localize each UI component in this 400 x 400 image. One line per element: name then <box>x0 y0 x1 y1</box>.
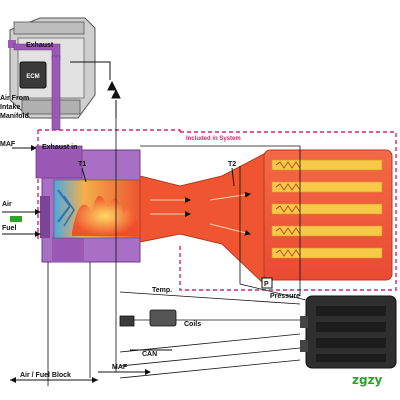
air-fuel-block-label: Air / Fuel Block <box>20 372 71 379</box>
pressure-label: Pressure <box>270 293 300 300</box>
pressure-badge: P <box>264 281 269 288</box>
air-label: Air <box>2 201 12 208</box>
air-from-intake-label-group: Air From Intake Manifold <box>0 95 29 120</box>
air-from-intake-label: Air From <box>0 95 29 102</box>
air-fuel-block: Air / Fuel Block <box>10 372 98 383</box>
pressure-sensor: P Pressure <box>261 277 300 300</box>
coils: Coils <box>119 309 201 328</box>
controller-module <box>300 295 397 369</box>
combustion-chamber <box>53 179 141 239</box>
exhaust-top-label: Exhaust <box>26 42 54 49</box>
fuel-label: Fuel <box>2 225 16 232</box>
exhaust-in-label: Exhaust in <box>42 144 77 151</box>
t2-label: T2 <box>228 161 236 168</box>
maf-bottom: MAF <box>98 364 151 375</box>
maf-top: MAF <box>0 141 37 151</box>
coils-label: Coils <box>184 321 201 328</box>
air-from-intake-label-3: Manifold <box>0 113 29 120</box>
temp-label: Temp. <box>152 287 172 294</box>
air-from-intake-label-2: Intake <box>0 104 20 111</box>
included-in-system-boundary: Included in System <box>37 129 397 291</box>
particulate-filter <box>263 149 393 281</box>
t1-sensor: T1 <box>78 161 87 183</box>
can-label: CAN <box>142 351 157 358</box>
air-fuel-inputs: Air Fuel <box>2 201 41 237</box>
maf-top-label: MAF <box>0 141 16 148</box>
ecm-harness <box>70 61 121 118</box>
maf-bottom-label: MAF <box>112 364 128 371</box>
ecm-unit: ECM <box>19 61 47 89</box>
wiring-harness <box>47 118 307 386</box>
t1-label: T1 <box>78 161 86 168</box>
can-bus: CAN <box>130 349 172 358</box>
transition-cone <box>139 153 265 286</box>
filter-channels <box>271 159 383 259</box>
watermark: zgzy <box>352 373 383 387</box>
ecm-label: ECM <box>26 74 39 80</box>
t2-sensor: T2 <box>228 161 236 187</box>
included-in-system-label: Included in System <box>186 136 241 142</box>
